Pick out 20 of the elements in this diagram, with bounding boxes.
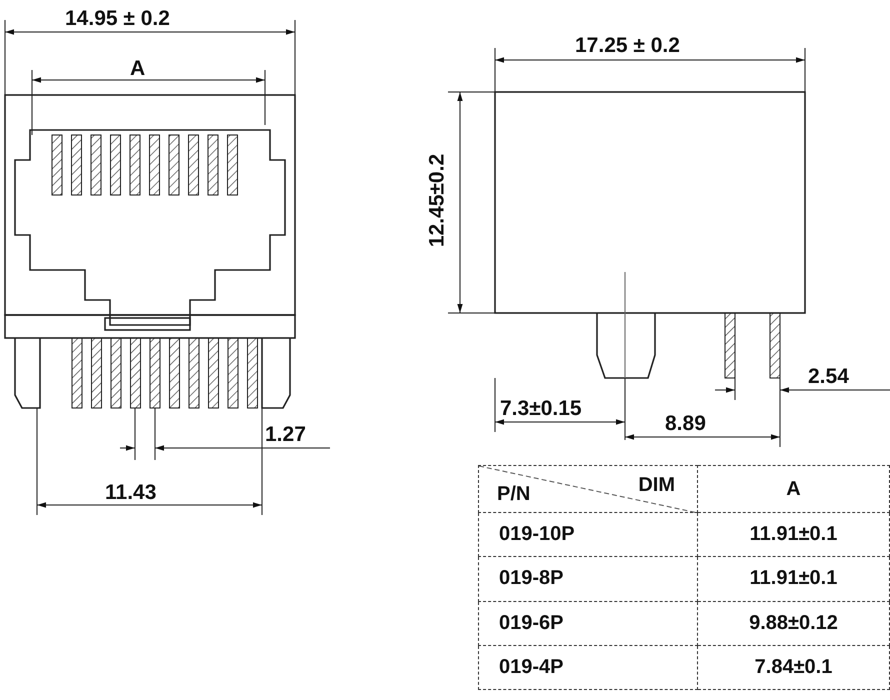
dimension-label: 7.3±0.15 [500, 398, 582, 419]
dimension-label: 12.45±0.2 [426, 152, 448, 250]
dimension-label: 17.25 ± 0.2 [575, 35, 680, 56]
column-header-label: DIM [638, 474, 675, 497]
dimension-label: 14.95 ± 0.2 [65, 8, 170, 29]
dimension-value-cell: 11.91±0.1 [698, 556, 890, 601]
dimension-label: 2.54 [808, 366, 849, 387]
dimension-value-cell: 11.91±0.1 [698, 512, 890, 557]
part-number-cell: 019-10P [478, 512, 698, 557]
dimension-value-cell: 9.88±0.12 [698, 601, 890, 646]
part-number-cell: 019-4P [478, 645, 698, 690]
part-number-cell: 019-6P [478, 601, 698, 646]
dimension-label: 1.27 [265, 424, 306, 445]
dimension-label: A [130, 58, 146, 79]
column-header: A [698, 466, 890, 512]
dimension-label: 8.89 [665, 413, 706, 434]
part-number-cell: 019-8P [478, 556, 698, 601]
dimension-label: 11.43 [105, 482, 156, 503]
dimension-value-cell: 7.84±0.1 [698, 645, 890, 690]
row-header-label: P/N [497, 483, 530, 506]
